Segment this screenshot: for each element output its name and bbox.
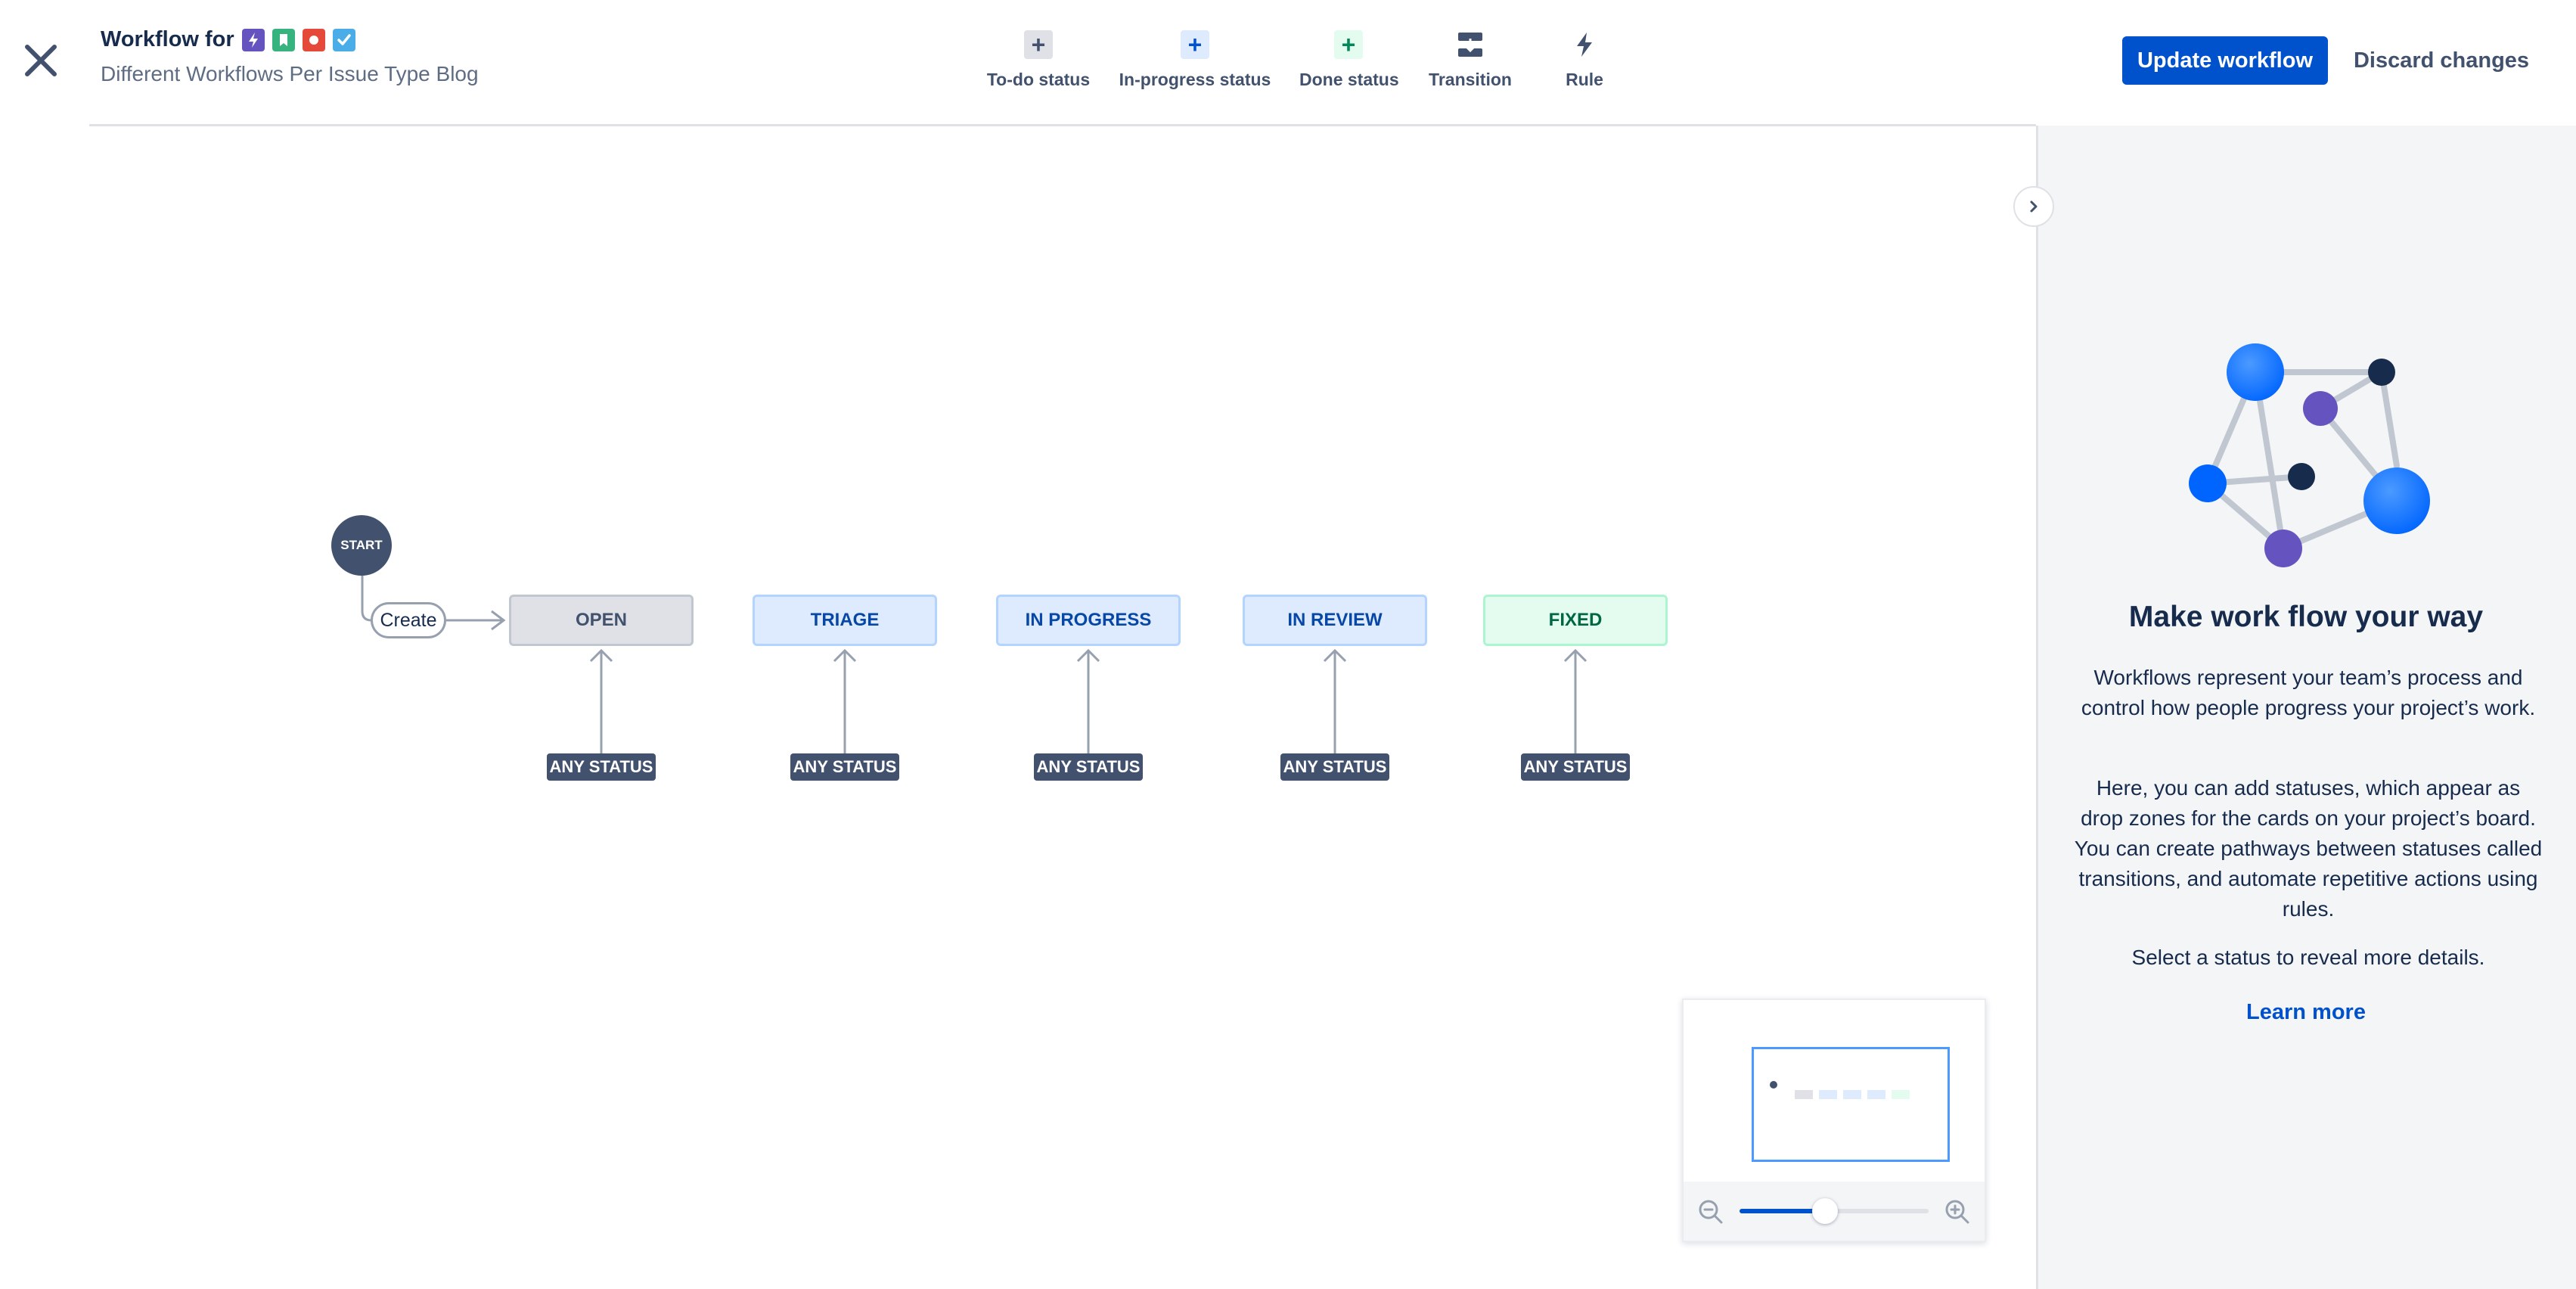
panel-description: Workflows represent your team’s process … <box>2081 666 2536 719</box>
zoom-slider[interactable] <box>1740 1198 1929 1224</box>
minimap-preview <box>1770 1081 1910 1099</box>
bug-icon <box>302 28 325 51</box>
add-done-status-label: Done status <box>1299 70 1399 89</box>
zoom-out-button[interactable] <box>1697 1198 1724 1225</box>
page-title: Workflow for <box>101 27 355 52</box>
header: Workflow for Different Workflows Per Iss… <box>0 0 2576 126</box>
add-transition-button[interactable]: Transition <box>1426 30 1514 90</box>
task-icon <box>332 28 355 51</box>
lightning-icon <box>1570 30 1599 59</box>
title-text: Workflow for <box>101 27 234 51</box>
panel-statuses-info: Here, you can add statuses, which appear… <box>2074 776 2543 921</box>
plus-icon: + <box>1181 30 1209 59</box>
details-panel <box>2036 126 2576 1289</box>
status-open[interactable]: OPEN <box>509 595 694 646</box>
close-icon <box>25 45 57 76</box>
add-todo-status-label: To-do status <box>986 70 1091 89</box>
status-fixed[interactable]: FIXED <box>1483 595 1668 646</box>
add-inprogress-status-button[interactable]: + In-progress status <box>1118 30 1272 90</box>
any-status-open[interactable]: ANY STATUS <box>547 753 656 781</box>
add-rule-label: Rule <box>1566 70 1603 89</box>
plus-icon: + <box>1334 30 1363 59</box>
workflow-illustration <box>2189 343 2430 567</box>
close-button[interactable] <box>20 39 62 82</box>
minimap <box>1682 999 1986 1242</box>
status-in-review[interactable]: IN REVIEW <box>1243 595 1427 646</box>
status-in-progress[interactable]: IN PROGRESS <box>996 595 1181 646</box>
status-triage[interactable]: TRIAGE <box>753 595 937 646</box>
add-done-status-button[interactable]: + Done status <box>1299 30 1399 90</box>
panel-title: Make work flow your way <box>2128 601 2484 633</box>
discard-changes-button[interactable]: Discard changes <box>2353 48 2530 73</box>
add-todo-status-button[interactable]: + To-do status <box>986 30 1091 90</box>
any-status-in-progress[interactable]: ANY STATUS <box>1034 753 1143 781</box>
any-status-fixed[interactable]: ANY STATUS <box>1521 753 1630 781</box>
zoom-controls <box>1684 1182 1985 1241</box>
start-node: START <box>331 515 392 576</box>
header-divider <box>89 124 2036 126</box>
page-subtitle: Different Workflows Per Issue Type Blog <box>101 62 479 85</box>
add-transition-label: Transition <box>1429 70 1512 89</box>
story-icon <box>272 28 295 51</box>
zoom-in-button[interactable] <box>1944 1198 1971 1225</box>
learn-more-link[interactable]: Learn more <box>2246 1000 2366 1024</box>
any-status-triage[interactable]: ANY STATUS <box>790 753 899 781</box>
minimap-viewport[interactable] <box>1752 1047 1950 1162</box>
plus-icon: + <box>1024 30 1053 59</box>
update-workflow-button[interactable]: Update workflow <box>2122 36 2328 85</box>
chevron-right-icon <box>2030 200 2038 213</box>
zoom-slider-handle[interactable] <box>1811 1198 1838 1224</box>
transition-icon <box>1456 30 1485 59</box>
add-rule-button[interactable]: Rule <box>1543 30 1626 90</box>
add-inprogress-status-label: In-progress status <box>1119 70 1271 89</box>
zoom-out-icon <box>1699 1200 1723 1224</box>
create-transition[interactable]: Create <box>371 602 446 638</box>
zoom-in-icon <box>1945 1200 1969 1224</box>
any-status-in-review[interactable]: ANY STATUS <box>1280 753 1389 781</box>
panel-hint: Select a status to reveal more details. <box>2131 946 2485 969</box>
zoom-slider-fill <box>1740 1209 1825 1213</box>
collapse-panel-button[interactable] <box>2013 186 2054 227</box>
epic-icon <box>241 28 265 51</box>
